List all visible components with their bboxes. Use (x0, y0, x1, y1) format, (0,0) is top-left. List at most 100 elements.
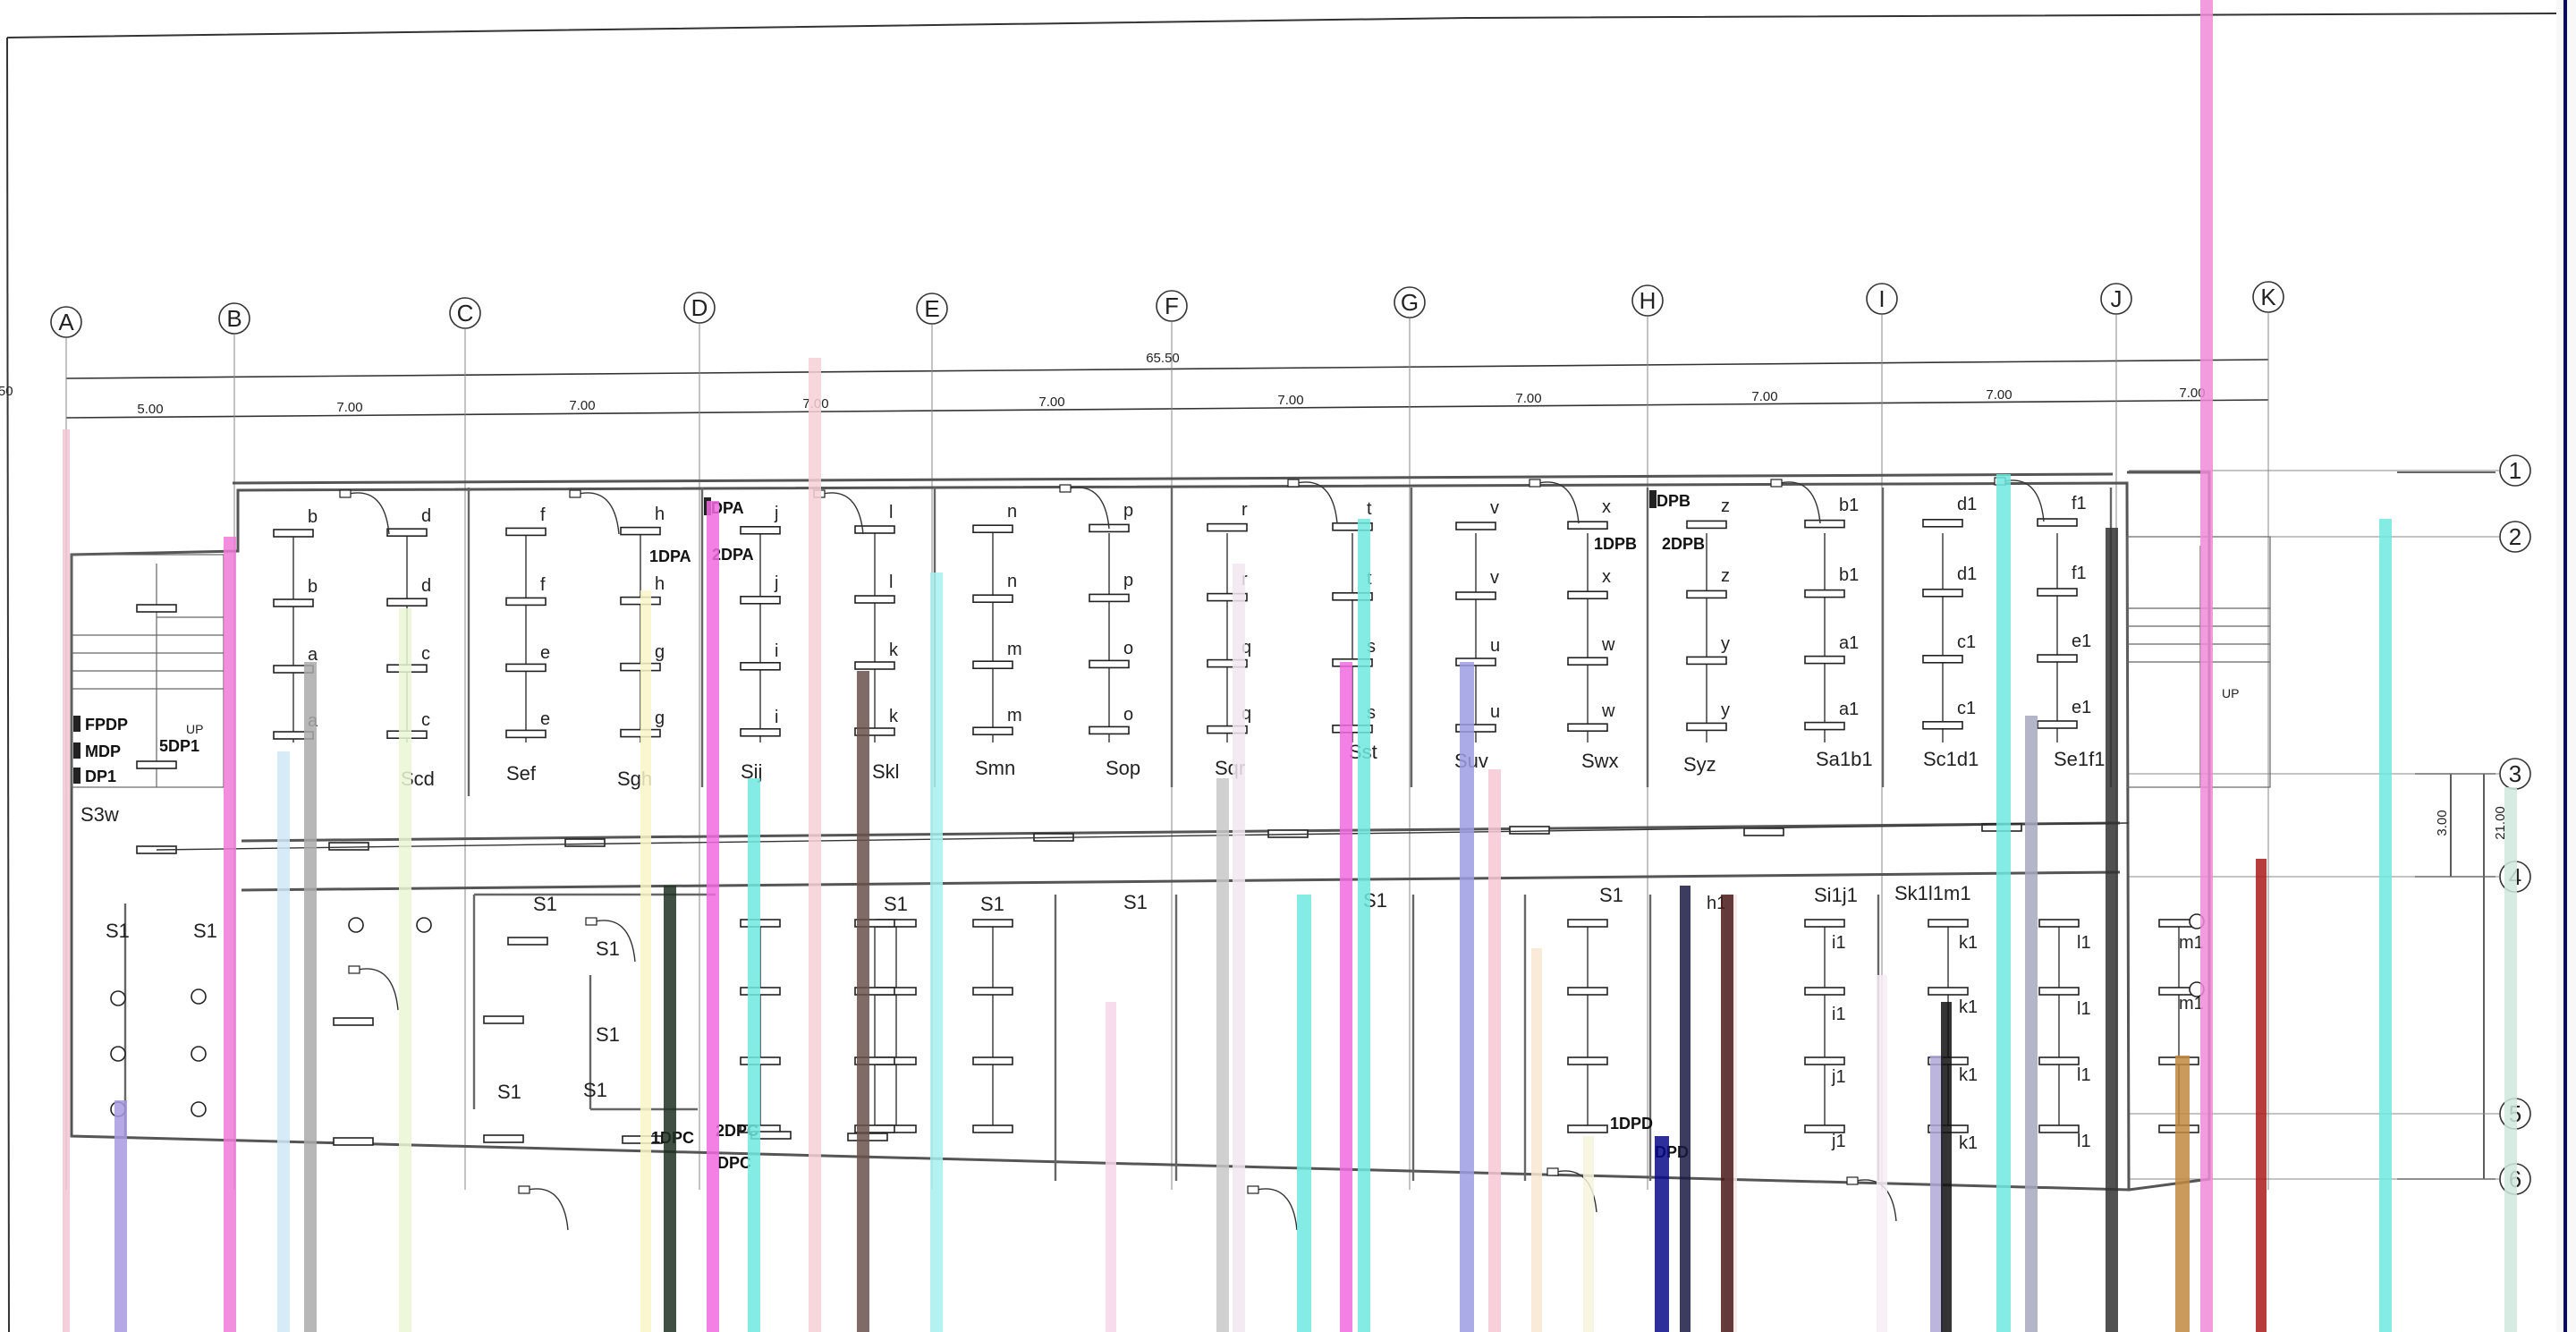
round-fixture (348, 917, 364, 933)
lamp-fixture (740, 595, 781, 605)
lamp-fixture (505, 597, 547, 607)
grid-bubble-I (1866, 283, 1898, 315)
scan-strip (857, 671, 869, 1332)
corridor-circuit (156, 822, 2130, 851)
round-fixture (110, 1046, 126, 1062)
space-swx: Swx (1581, 750, 1619, 772)
grid-bubble-B (218, 302, 250, 335)
fixture-letter: l (889, 503, 893, 522)
fixture-letter: e1 (2072, 632, 2091, 651)
grid-bubble-C (449, 297, 481, 329)
fixture-letter: s (1367, 703, 1376, 723)
switch (1846, 1176, 1859, 1185)
fixture-letter: z (1721, 496, 1730, 516)
scan-strip (277, 751, 290, 1332)
round-fixture (191, 988, 207, 1005)
space-sop: Sop (1106, 757, 1140, 779)
lamp-fixture (1455, 724, 1496, 733)
lamp-fixture (972, 1056, 1013, 1065)
lamp-fixture (2038, 919, 2080, 928)
scan-strip (2106, 528, 2118, 1332)
fixture-letter: u (1490, 636, 1500, 656)
lamp-fixture (1207, 592, 1248, 602)
grid-bubble-label-2: 2 (2509, 523, 2521, 550)
bay-dimension: 7.00 (1986, 387, 2012, 403)
round-fixture (416, 917, 432, 933)
fixture-letter: c1 (1957, 632, 1976, 652)
fixture-letter: w (1601, 635, 1615, 655)
switch (339, 489, 352, 498)
lamp-fixture (2037, 588, 2078, 597)
scan-strip (2256, 859, 2267, 1332)
fixture-letter: g (655, 708, 665, 728)
lamp-fixture (1089, 659, 1130, 669)
grid-bubble-label-F: F (1165, 293, 1179, 319)
fixture-letter: d1 (1957, 564, 1977, 584)
scan-strip (1488, 769, 1501, 1332)
lamp-fixture (972, 726, 1013, 736)
fixture-letter: q (1241, 704, 1251, 724)
grid-bubble-label-A: A (58, 309, 74, 335)
scan-strip (640, 590, 651, 1332)
switch (585, 917, 597, 926)
lamp-fixture (1743, 827, 1784, 836)
scan-strip (63, 429, 70, 1332)
lamp-fixture (740, 525, 781, 535)
lamp-fixture (1567, 919, 1608, 928)
fixture-letter: k1 (1959, 933, 1978, 953)
space-s1: S1 (1123, 891, 1148, 913)
lamp-fixture (328, 842, 369, 851)
switch (1529, 479, 1541, 488)
fixture-letter: j (774, 504, 778, 523)
lamp-fixture (1686, 590, 1727, 599)
space-labels: S3w Scd Sef Sgh Sij Skl Smn Sop Sqr Sst … (80, 741, 2106, 906)
fixture-letter: t (1367, 499, 1372, 519)
fixture-letter: m (1007, 640, 1022, 659)
lamp-fixture (1567, 521, 1608, 530)
lamp-fixture (1804, 519, 1845, 529)
scan-strip (2200, 0, 2213, 1332)
scan-strip (1655, 1136, 1669, 1332)
fixture-letter: d (421, 576, 431, 596)
scan-artefact-strips (63, 0, 2576, 1332)
lamp-fixture (1567, 1124, 1608, 1133)
lamp-fixture (1567, 590, 1608, 600)
scan-strip (1358, 519, 1370, 1332)
space-s1: S1 (1599, 884, 1623, 906)
lamp-fixture (972, 919, 1013, 928)
scan-strip (930, 573, 943, 1332)
space-s1: S1 (596, 1023, 620, 1046)
bay-dimension: 7.00 (1038, 395, 1064, 410)
space-s1: S1 (884, 893, 908, 915)
scan-strip (1721, 895, 1733, 1332)
fixture-letter: x (1602, 497, 1611, 517)
scan-strip (399, 608, 411, 1332)
fixture-letter: l1 (2077, 999, 2091, 1019)
lamp-fixture (854, 1124, 895, 1133)
switch-arc (578, 492, 620, 535)
fixture-letter: y (1721, 700, 1730, 720)
bay-dimension: 7.00 (336, 400, 362, 415)
bay-dimension: 7.00 (1515, 391, 1541, 406)
fixture-letter: a1 (1839, 633, 1859, 653)
switch-arc (527, 1188, 569, 1231)
fixture-letter: a1 (1839, 700, 1859, 719)
fixture-letter: c (421, 710, 430, 730)
lamp-fixture (1804, 1124, 1845, 1133)
lamp-fixture (854, 1056, 895, 1065)
lamp-fixture (740, 661, 781, 671)
lamp-fixture (1567, 1056, 1608, 1065)
lamp-fixture (1686, 722, 1727, 732)
scan-strip (1216, 778, 1229, 1332)
lamp-fixture (972, 1124, 1013, 1133)
fixture-letter: m1 (2179, 933, 2204, 953)
lamp-fixture (1686, 656, 1727, 666)
space-si1j1: Si1j1 (1814, 884, 1858, 906)
fixture-letter: h (655, 505, 665, 524)
lamp-fixture (1804, 987, 1845, 996)
lamp-fixture (1928, 919, 1969, 928)
lamp-fixture (505, 729, 547, 739)
lamp-fixture (854, 661, 895, 670)
space-s1: S1 (533, 893, 557, 915)
bay-dimension: 7.00 (1751, 389, 1777, 404)
